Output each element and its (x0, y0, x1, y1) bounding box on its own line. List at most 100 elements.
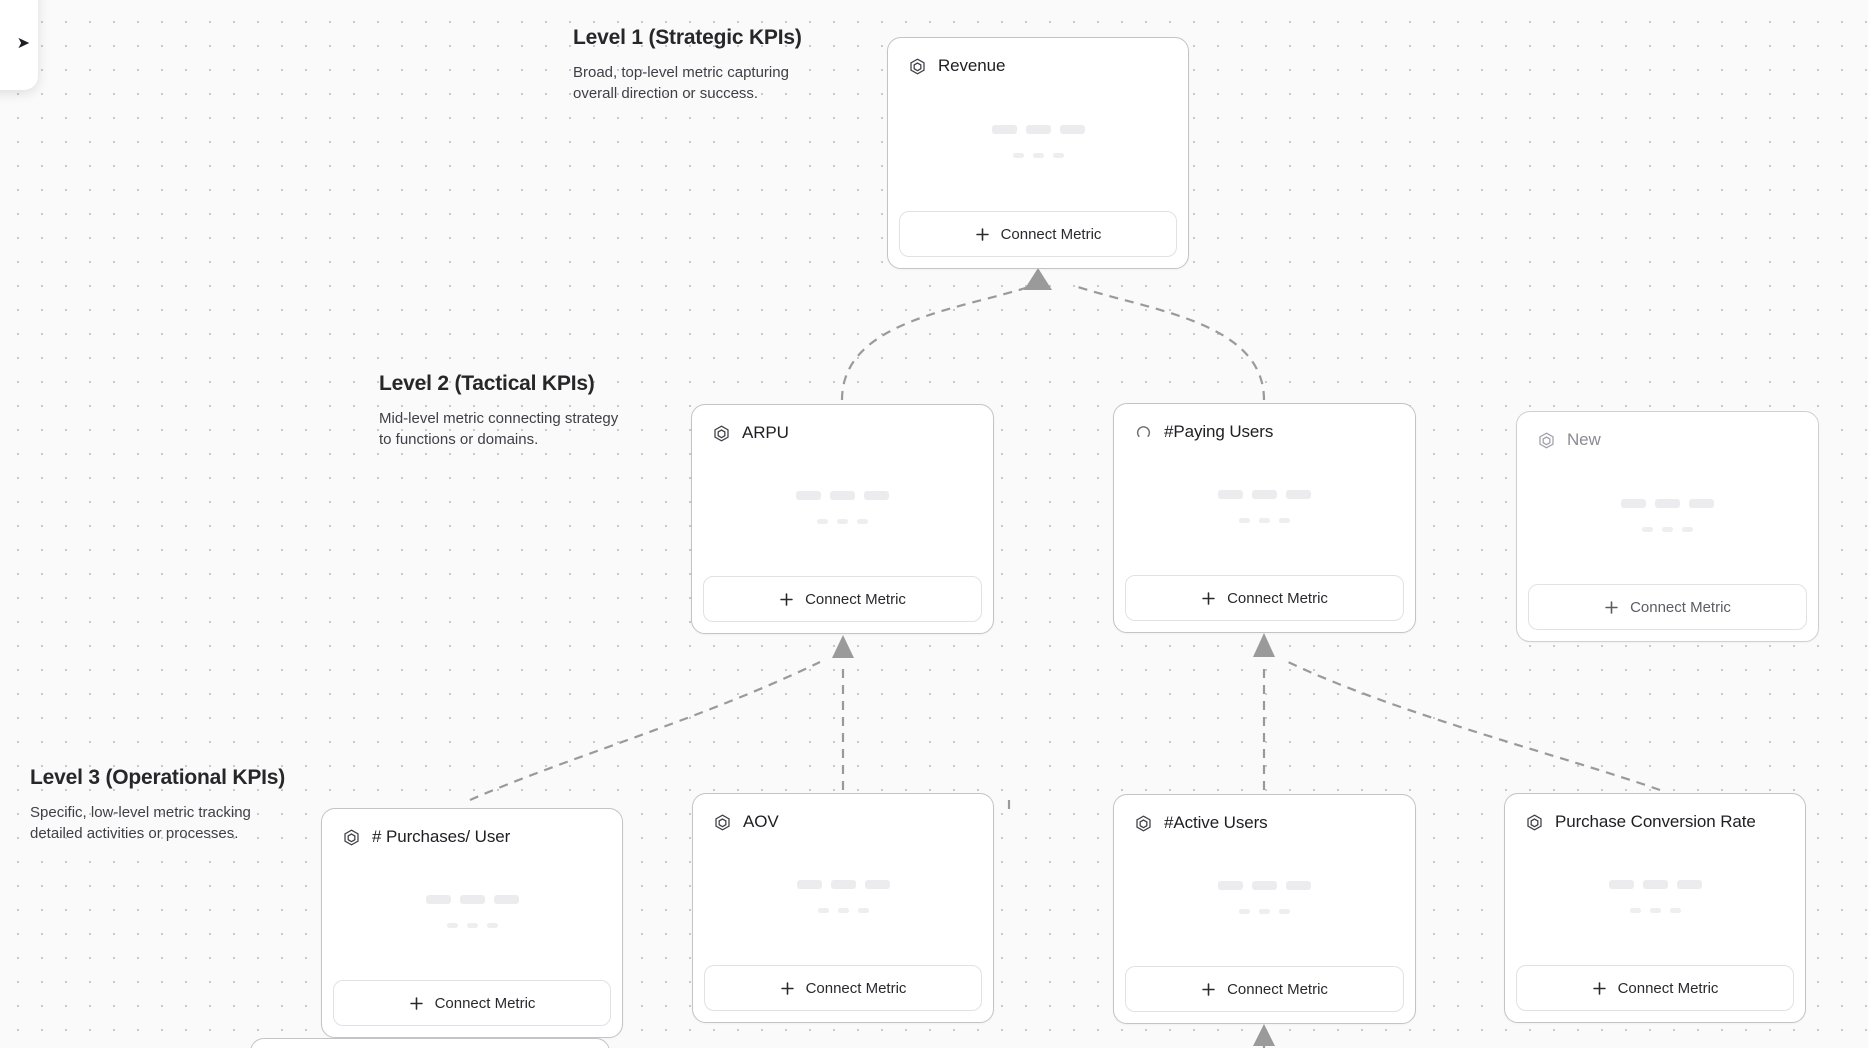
skeleton-bar (1239, 909, 1250, 914)
metric-card-paying-users[interactable]: #Paying Users Connect Metric (1113, 403, 1416, 633)
card-header-revenue: Revenue (888, 38, 1188, 76)
skeleton-bar (446, 923, 458, 928)
skeleton-bar (830, 880, 856, 889)
connect-metric-button-revenue[interactable]: Connect Metric (899, 211, 1177, 257)
metric-card-active-users[interactable]: #Active Users Connect Metric (1113, 794, 1416, 1024)
metric-card-arpu[interactable]: ARPU Connect Metric (691, 404, 994, 634)
skeleton-bar (1629, 908, 1641, 913)
skeleton-bar (1012, 153, 1024, 158)
skeleton-bar (857, 908, 869, 913)
arrowhead-active-users (1253, 1024, 1275, 1046)
skeleton-row-small (1012, 153, 1064, 158)
skeleton-bar (1218, 490, 1243, 499)
card-header-purchase-conversion-rate: Purchase Conversion Rate (1505, 794, 1805, 832)
connect-metric-label: Connect Metric (434, 994, 536, 1012)
skeleton-bar (1662, 526, 1673, 532)
hexagon-icon (910, 57, 925, 75)
card-skeleton-aov (693, 832, 993, 965)
skeleton-bar (1218, 881, 1243, 890)
metric-card-purchase-conversion-rate[interactable]: Purchase Conversion Rate Connect Metric (1504, 793, 1806, 1023)
edge-arpu-to-revenue (840, 283, 1036, 401)
skeleton-bar (830, 491, 855, 500)
skeleton-bar (1608, 880, 1634, 889)
level-1-title: Level 1 (Strategic KPIs) (573, 26, 802, 49)
hexagon-icon (714, 424, 729, 442)
metric-card-purchases-per-user[interactable]: # Purchases/ User Connect Metric (321, 808, 623, 1038)
skeleton-bar (486, 923, 498, 928)
arrowhead-arpu-aov (832, 635, 854, 658)
metric-card-new[interactable]: New Connect Metric (1516, 411, 1819, 642)
plus-icon (1605, 600, 1618, 614)
card-title-paying-users: #Paying Users (1164, 422, 1274, 441)
level-1-label-block: Level 1 (Strategic KPIs) Broad, top-leve… (573, 26, 821, 105)
connect-metric-label: Connect Metric (1630, 598, 1731, 616)
edge-paying-users-to-revenue (1071, 283, 1266, 401)
arrowhead-revenue (1024, 268, 1052, 290)
skeleton-bar (1649, 908, 1661, 913)
connect-metric-label: Connect Metric (805, 979, 907, 997)
skeleton-row-small (446, 923, 498, 928)
hexagon-icon (1539, 431, 1554, 449)
arrowhead-paying-active (1253, 633, 1275, 657)
skeleton-bar (864, 880, 890, 889)
connect-metric-label: Connect Metric (805, 590, 906, 608)
metric-card-aov[interactable]: AOV Connect Metric (692, 793, 994, 1023)
card-title-new: New (1567, 430, 1601, 449)
skeleton-bar (466, 923, 478, 928)
plus-icon (1592, 981, 1606, 995)
level-2-label-block: Level 2 (Tactical KPIs) Mid-level metric… (379, 372, 627, 451)
skeleton-bar (796, 491, 821, 500)
cursor-icon[interactable]: ➤ (16, 35, 30, 52)
edge-purchases-to-arpu (469, 661, 821, 802)
metric-card-revenue[interactable]: Revenue Connect Metric (887, 37, 1189, 269)
connect-metric-button-paying-users[interactable]: Connect Metric (1125, 575, 1404, 621)
hexagon-icon (1136, 814, 1151, 832)
skeleton-row-small (1629, 908, 1681, 913)
card-skeleton-new (1517, 450, 1818, 584)
skeleton-bar (817, 519, 828, 524)
plus-icon (1202, 982, 1215, 996)
skeleton-row-small (1239, 909, 1290, 914)
skeleton-bar (1286, 881, 1311, 890)
skeleton-row (1218, 490, 1311, 499)
card-header-aov: AOV (693, 794, 993, 832)
connect-metric-label: Connect Metric (1000, 225, 1102, 243)
skeleton-bar (1239, 518, 1250, 523)
skeleton-bar (817, 908, 829, 913)
skeleton-bar (1252, 881, 1277, 890)
connect-metric-label: Connect Metric (1227, 980, 1328, 998)
level-3-description: Specific, low-level metric tracking deta… (30, 804, 251, 843)
card-title-aov: AOV (743, 812, 779, 831)
connect-metric-button-new[interactable]: Connect Metric (1528, 584, 1807, 630)
skeleton-bar (837, 519, 848, 524)
level-3-label-block: Level 3 (Operational KPIs) Specific, low… (30, 766, 285, 845)
card-header-new: New (1517, 412, 1818, 450)
metric-card-below-fold[interactable] (250, 1038, 610, 1048)
skeleton-row-small (1642, 526, 1693, 532)
skeleton-row (425, 895, 519, 904)
skeleton-bar (425, 895, 451, 904)
connect-metric-button-purchases-per-user[interactable]: Connect Metric (333, 980, 611, 1026)
plus-icon (409, 996, 423, 1010)
level-3-title: Level 3 (Operational KPIs) (30, 766, 286, 789)
connect-metric-button-purchase-conversion-rate[interactable]: Connect Metric (1516, 965, 1794, 1011)
skeleton-bar (991, 125, 1017, 134)
skeleton-bar (1025, 125, 1051, 134)
connect-metric-button-aov[interactable]: Connect Metric (704, 965, 982, 1011)
card-skeleton-active-users (1114, 833, 1415, 966)
skeleton-row (796, 491, 889, 500)
plus-icon (780, 981, 794, 995)
hexagon-icon (1527, 813, 1542, 831)
card-skeleton-paying-users (1114, 442, 1415, 575)
card-skeleton-arpu (692, 443, 993, 576)
connect-metric-button-active-users[interactable]: Connect Metric (1125, 966, 1404, 1012)
level-1-description: Broad, top-level metric capturing overal… (573, 64, 789, 103)
skeleton-bar (1279, 518, 1290, 523)
floating-toolbar-panel[interactable]: ➤ (0, 0, 38, 90)
connect-metric-button-arpu[interactable]: Connect Metric (703, 576, 982, 622)
card-skeleton-revenue (888, 76, 1188, 211)
skeleton-bar (857, 519, 868, 524)
card-title-active-users: #Active Users (1164, 813, 1268, 832)
card-header-paying-users: #Paying Users (1114, 404, 1415, 442)
